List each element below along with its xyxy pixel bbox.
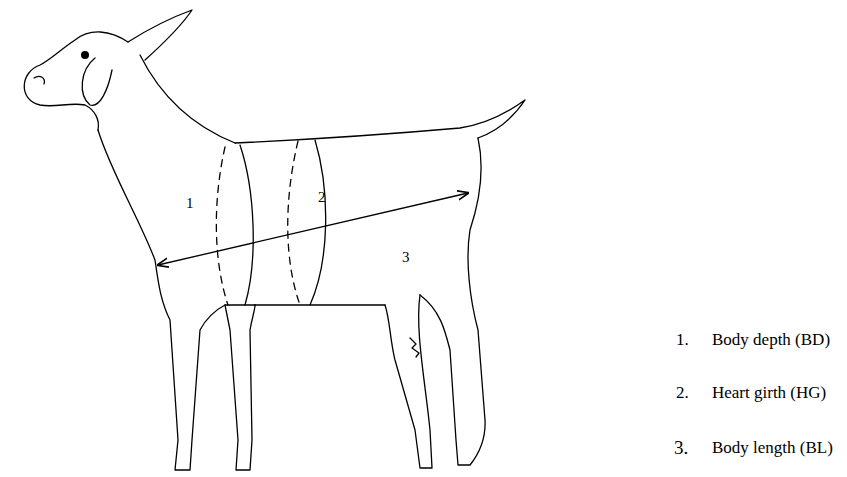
list-number: 3. (674, 438, 688, 457)
callout-number: 2 (318, 190, 326, 205)
legend-text: Body depth (BD) (712, 331, 830, 348)
callout-number: 1 (186, 196, 194, 211)
list-number: 1. (676, 331, 689, 348)
list-number: 2. (676, 384, 689, 401)
legend-text: Heart girth (HG) (712, 384, 826, 401)
callout-number: 3 (402, 250, 410, 265)
legend-text: Body length (BL) (712, 439, 833, 456)
